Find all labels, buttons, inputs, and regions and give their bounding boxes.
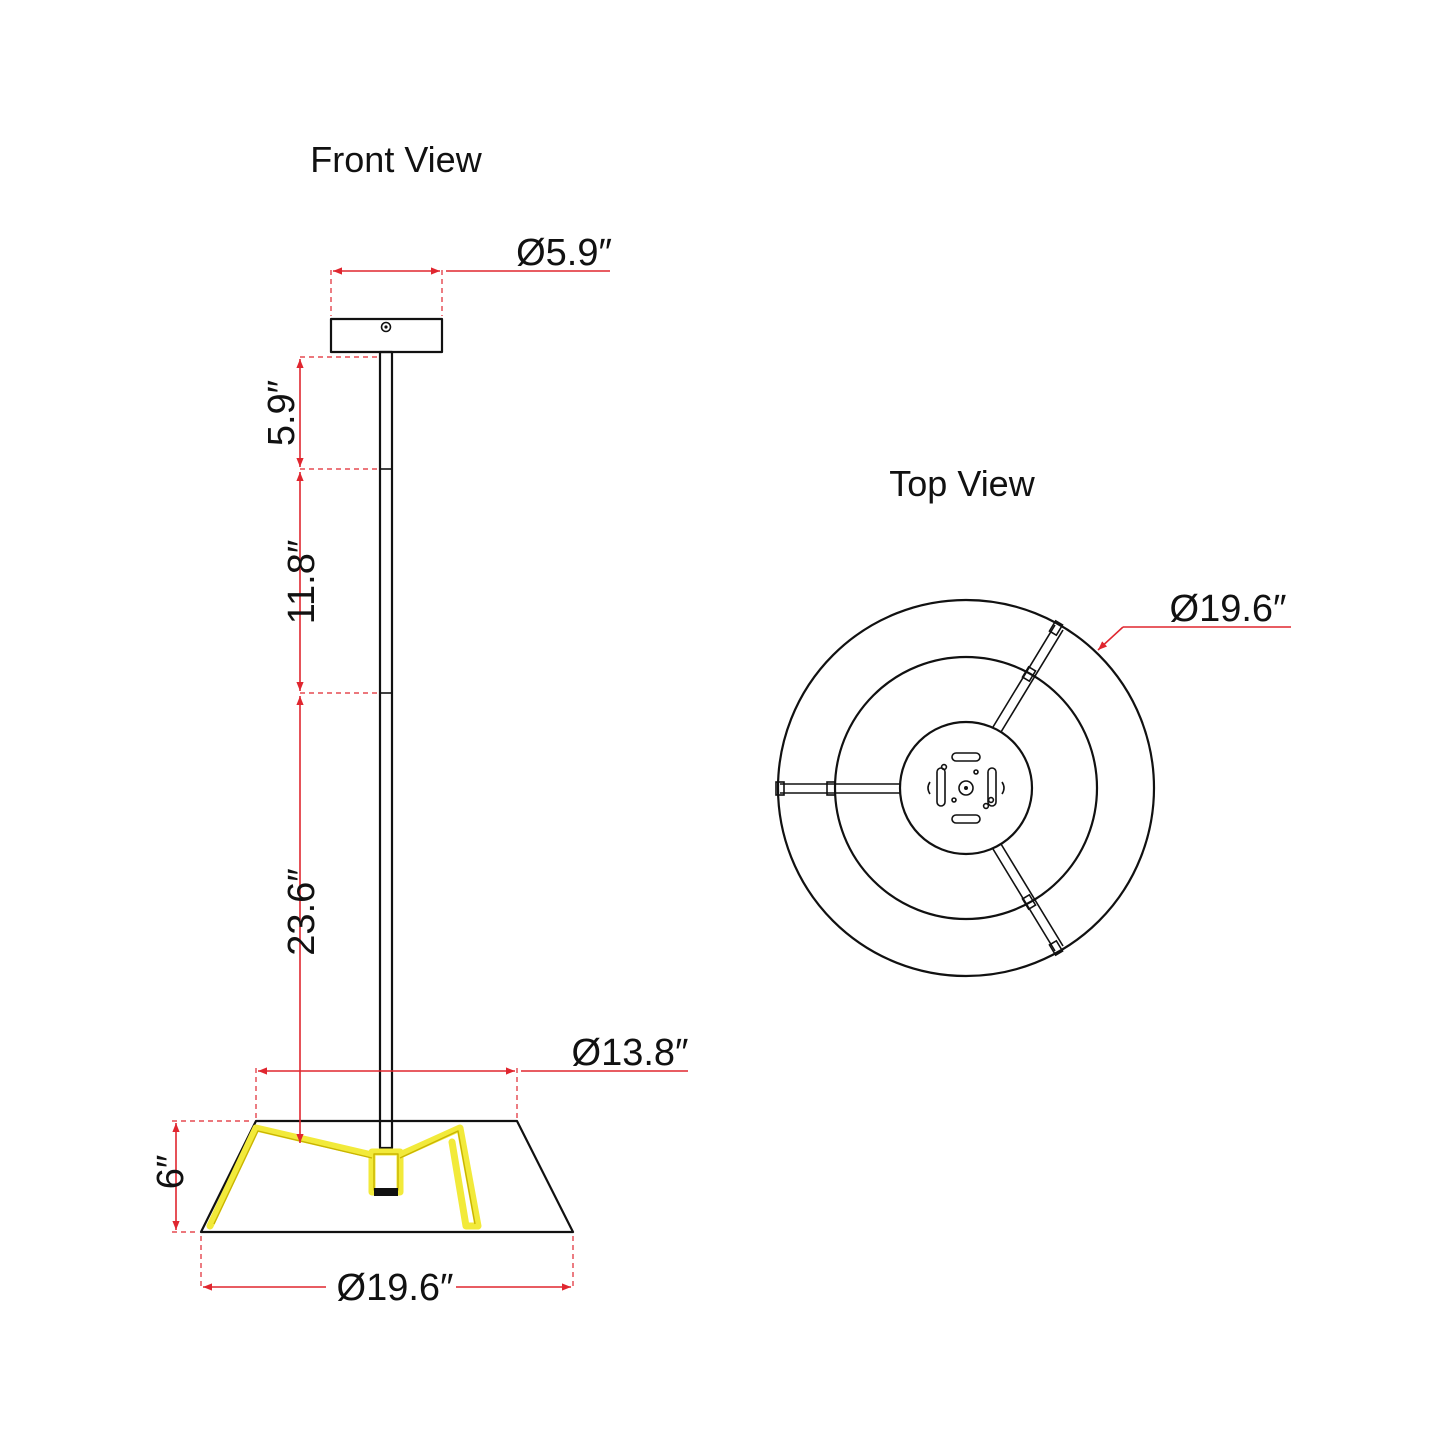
shade-top-diameter-label: Ø13.8″: [572, 1032, 689, 1074]
lamp-socket: [374, 1188, 398, 1196]
shade: [199, 1119, 575, 1234]
canopy: [329, 317, 444, 354]
rod-bottom-segment-label: 23.6″: [281, 868, 323, 955]
front-view-title: Front View: [310, 139, 482, 180]
suspension-rod: [378, 350, 394, 1150]
canopy-screw: [380, 321, 392, 333]
rod-middle-segment-label: 11.8″: [281, 540, 323, 625]
canopy-screw-center: [384, 325, 388, 329]
top-view-title: Top View: [889, 463, 1035, 504]
shade-height-label: 6″: [150, 1155, 192, 1190]
rod-top-segment-label: 5.9″: [261, 380, 303, 446]
top-view-diameter-label: Ø19.6″: [1170, 588, 1287, 630]
mounting-plate: [927, 752, 1005, 824]
front-view: Ø5.9″ 5.9″ 11.8″ 23.6″ Ø13.8″ 6″ Ø19.6″: [150, 232, 688, 1309]
light-arms: [206, 1124, 482, 1230]
top-view: Ø19.6″: [775, 588, 1291, 978]
canopy-diameter-label: Ø5.9″: [516, 232, 612, 274]
shade-outer-ring: [776, 598, 1156, 978]
center-hub: [898, 720, 1034, 856]
shade-bottom-diameter-label: Ø19.6″: [337, 1267, 454, 1309]
spokes: [775, 619, 1064, 957]
